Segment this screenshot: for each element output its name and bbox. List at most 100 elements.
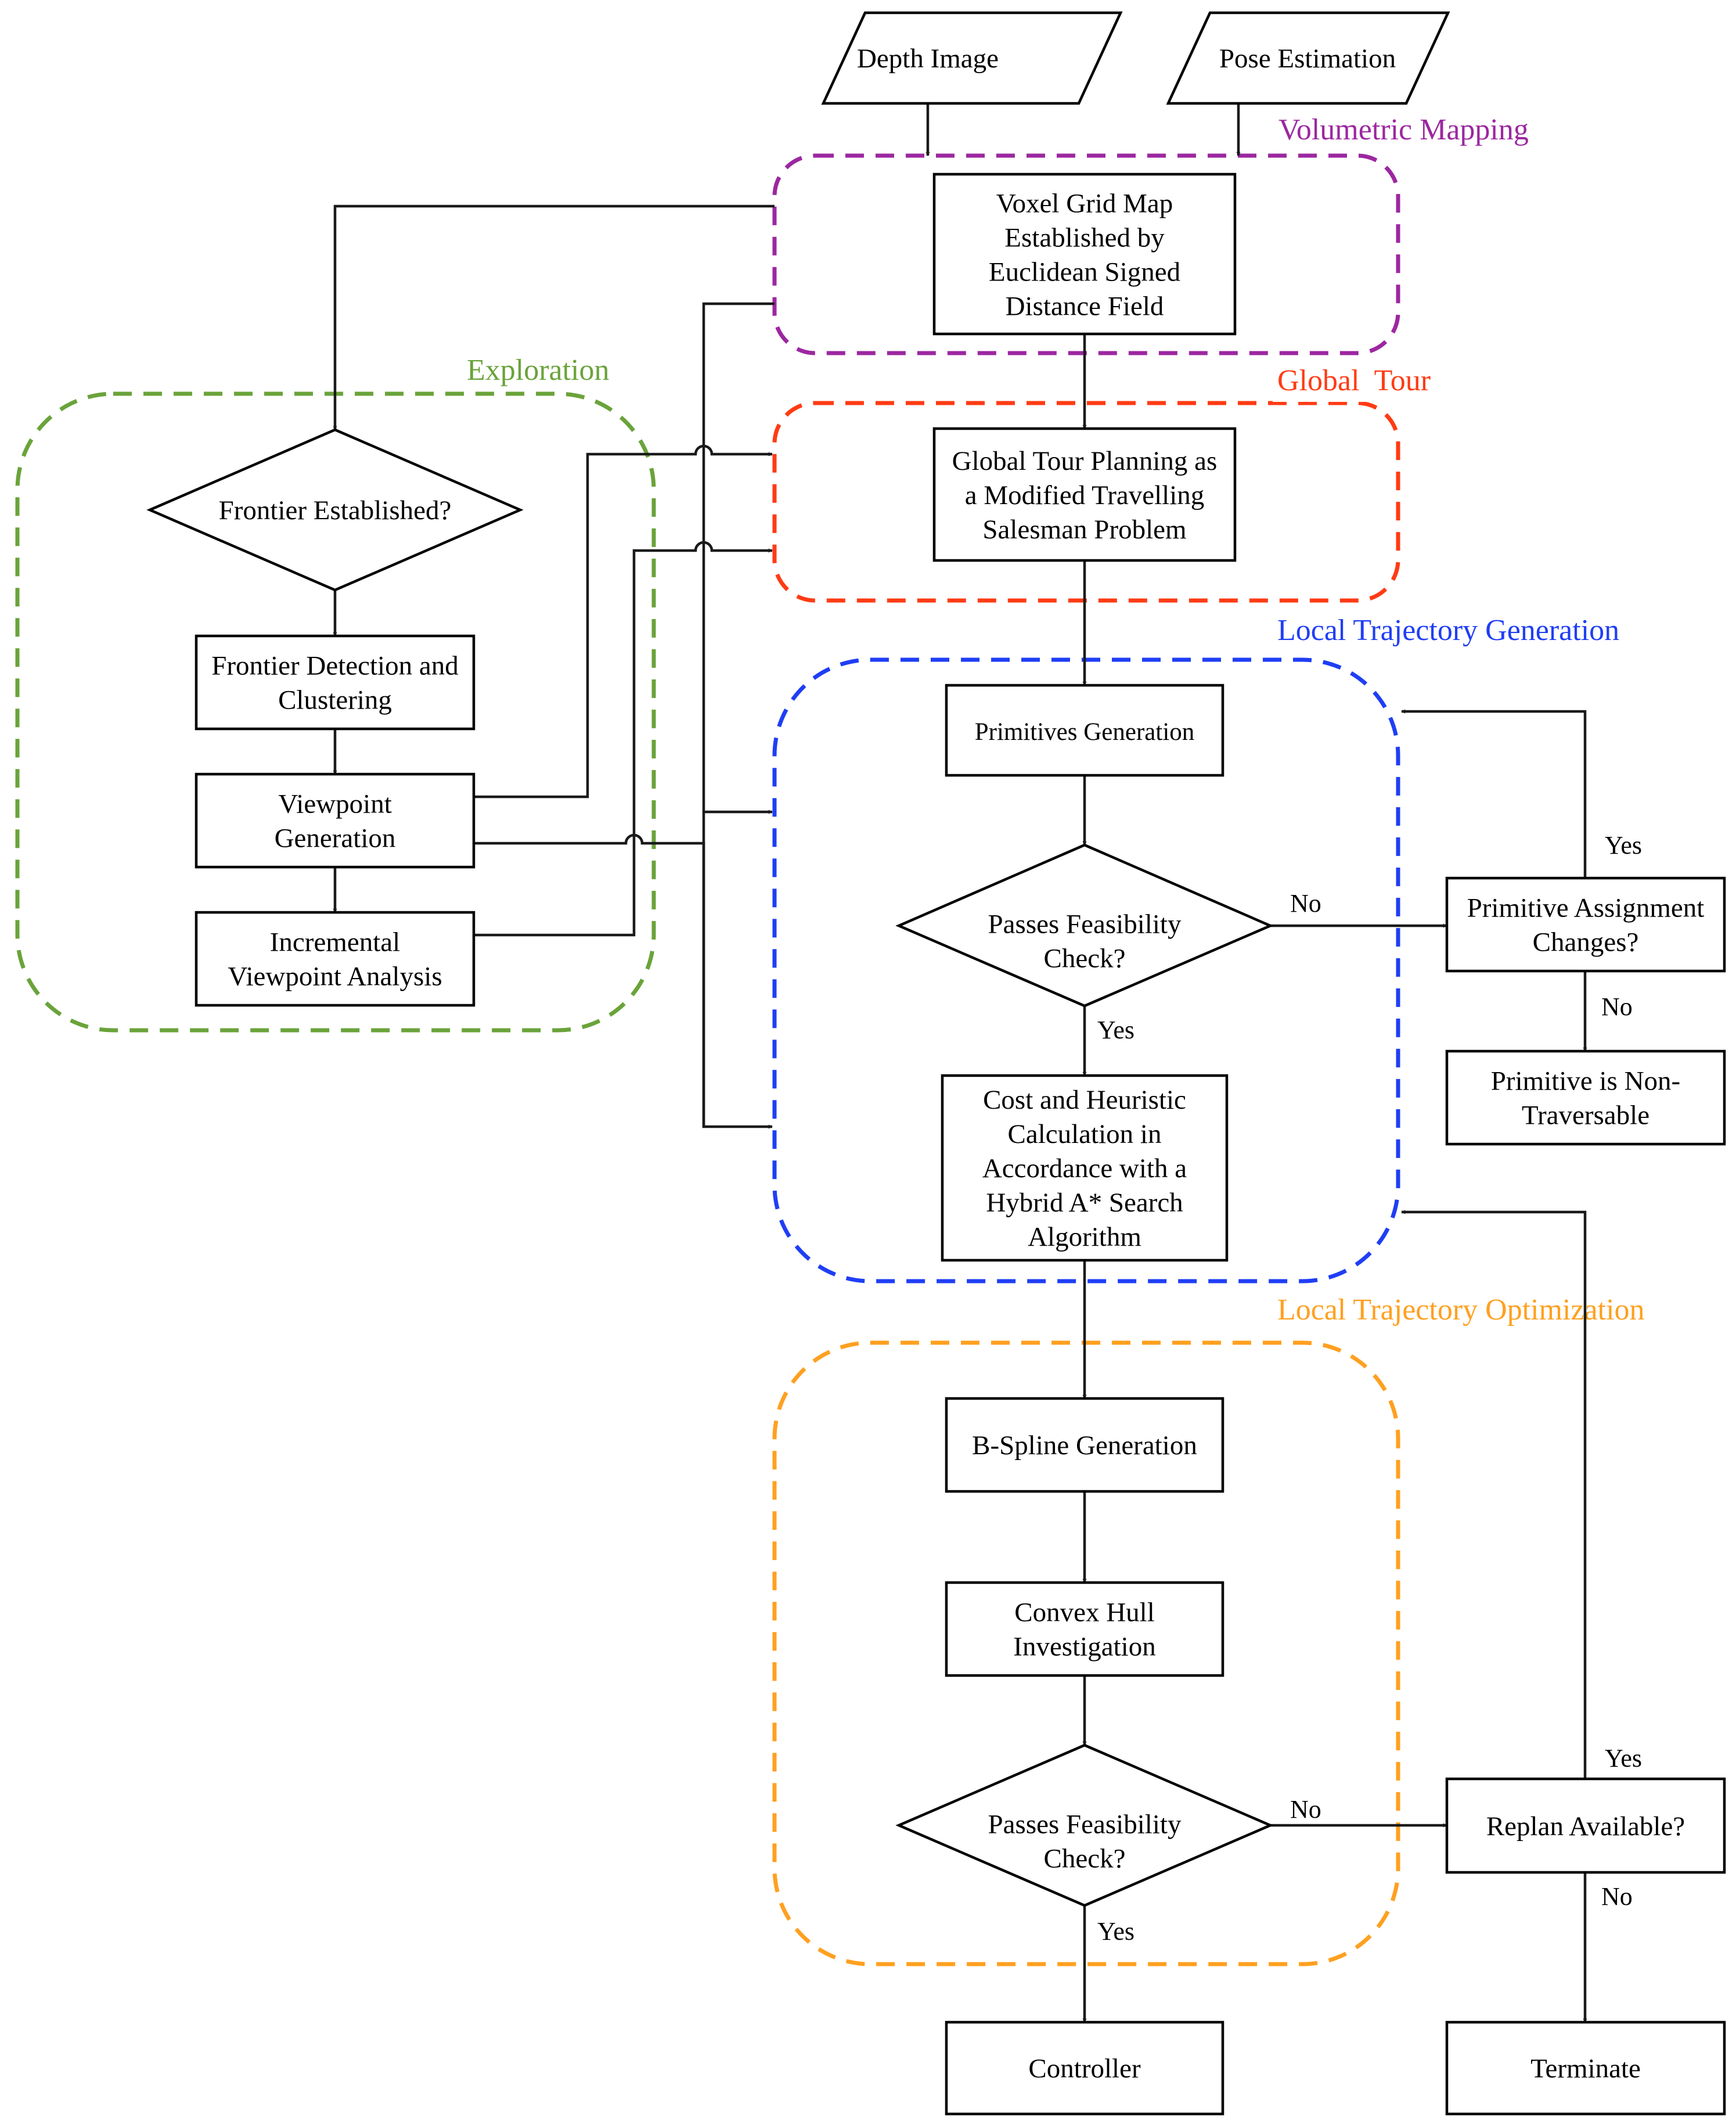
node-frontier-detection <box>195 634 476 731</box>
primitive-assignment-line: Changes? <box>1533 927 1639 958</box>
group-label-local-optimization: Local Trajectory Optimization <box>1277 1293 1645 1326</box>
group-label-volumetric: Volumetric Mapping <box>1278 113 1529 146</box>
edge-volumetric-to-frontier <box>333 204 775 430</box>
node-replan-available <box>1445 1777 1726 1874</box>
group-label-local-generation: Local Trajectory Generation <box>1277 614 1619 647</box>
incremental-viewpoint-line: Viewpoint Analysis <box>228 962 442 992</box>
node-frontier-established <box>146 428 524 592</box>
feasibility-check-1-line: Check? <box>1044 944 1126 974</box>
node-primitives-generation-text: Primitives Generation <box>975 718 1195 746</box>
cost-heuristic-line: Algorithm <box>1028 1222 1141 1252</box>
edge-volumetric-to-cost <box>702 812 773 1129</box>
feasibility-check-1-line: Passes Feasibility <box>988 909 1182 940</box>
node-terminate-text: Terminate <box>1530 2054 1641 2084</box>
global-tour-planning-line: a Modified Travelling <box>965 480 1205 510</box>
edge-label-assign-no: No <box>1601 993 1633 1021</box>
group-label-global-tour: Global Tour <box>1277 364 1431 397</box>
node-bspline-generation-text: B-Spline Generation <box>972 1430 1197 1461</box>
node-global-tour-planning <box>932 427 1237 562</box>
edge-label-feas1-yes: Yes <box>1097 1016 1134 1044</box>
group-box-local-generation <box>772 657 1400 1283</box>
primitive-assignment-line: Primitive Assignment <box>1467 893 1705 923</box>
node-terminate <box>1445 2020 1726 2116</box>
edge-label-replan-no: No <box>1601 1882 1633 1911</box>
feasibility-check-2-line: Passes Feasibility <box>988 1810 1182 1840</box>
frontier-established-line: Frontier Established? <box>219 495 452 526</box>
viewpoint-generation-line: Viewpoint <box>278 789 392 819</box>
frontier-detection-line: Frontier Detection and <box>211 651 458 681</box>
voxel-grid-line: Established by <box>1004 223 1165 253</box>
cost-heuristic-line: Calculation in <box>1008 1119 1162 1149</box>
controller-line: Controller <box>1028 2054 1141 2084</box>
node-depth-image-text: Depth Image <box>857 44 999 74</box>
viewpoint-generation-line: Generation <box>275 824 396 854</box>
global-tour-planning-line: Salesman Problem <box>982 515 1186 545</box>
node-pose-estimation <box>1166 11 1450 105</box>
cost-heuristic-line: Accordance with a <box>982 1153 1187 1184</box>
node-viewpoint-generation <box>195 772 476 869</box>
convex-hull-line: Convex Hull <box>1014 1598 1155 1628</box>
depth-image-line: Depth Image <box>857 44 999 74</box>
node-incremental-viewpoint <box>195 911 476 1007</box>
node-depth-image <box>821 11 1123 105</box>
edge-incremental-to-global <box>474 541 773 937</box>
edge-label-assign-yes: Yes <box>1605 831 1642 860</box>
convex-hull-line: Investigation <box>1013 1632 1155 1662</box>
node-feasibility-check-2 <box>895 1743 1274 1907</box>
pose-estimation-line: Pose Estimation <box>1219 44 1396 74</box>
primitives-generation-line: Primitives Generation <box>975 718 1195 746</box>
voxel-grid-line: Euclidean Signed <box>989 257 1180 287</box>
primitive-non-traversable-line: Traversable <box>1522 1101 1649 1131</box>
voxel-grid-line: Distance Field <box>1006 292 1164 322</box>
primitive-non-traversable-line: Primitive is Non- <box>1491 1066 1680 1096</box>
node-replan-available-text: Replan Available? <box>1486 1811 1685 1842</box>
cost-heuristic-line: Cost and Heuristic <box>983 1085 1186 1115</box>
group-box-local-optimization <box>772 1340 1400 1966</box>
node-voxel-grid <box>932 172 1237 336</box>
edge-viewpoint-to-cost <box>474 833 705 1127</box>
frontier-detection-line: Clustering <box>278 685 392 715</box>
node-cost-heuristic <box>941 1074 1229 1262</box>
edge-label-replan-yes: Yes <box>1605 1744 1642 1772</box>
terminate-line: Terminate <box>1530 2054 1641 2084</box>
edge-volumetric-to-local-gen <box>702 302 775 814</box>
edge-label-feas2-yes: Yes <box>1097 1917 1134 1946</box>
node-feasibility-check-1 <box>895 843 1274 1008</box>
node-global-tour-planning-text: Global Tour Planning as a Modified Travel… <box>952 446 1218 545</box>
node-primitive-assignment <box>1445 876 1726 973</box>
node-pose-estimation-text: Pose Estimation <box>1219 44 1396 74</box>
node-primitive-non-traversable <box>1445 1049 1726 1146</box>
node-frontier-established-text: Frontier Established? <box>219 495 452 526</box>
node-controller-text: Controller <box>1028 2054 1141 2084</box>
node-primitive-non-traversable-text: Primitive is Non- Traversable <box>1491 1066 1680 1131</box>
node-convex-hull <box>945 1581 1224 1677</box>
replan-available-line: Replan Available? <box>1486 1811 1685 1842</box>
voxel-grid-line: Voxel Grid Map <box>996 189 1173 219</box>
edge-viewpoint-to-global <box>474 444 773 799</box>
group-box-volumetric <box>772 153 1400 355</box>
edge-replan-yes <box>1401 1210 1587 1779</box>
node-controller <box>945 2020 1224 2116</box>
feasibility-check-2-line: Check? <box>1044 1844 1126 1874</box>
edge-assign-yes <box>1401 709 1587 878</box>
cost-heuristic-line: Hybrid A* Search <box>986 1188 1183 1218</box>
bspline-generation-line: B-Spline Generation <box>972 1430 1197 1461</box>
edge-label-feas2-no: No <box>1290 1795 1321 1824</box>
incremental-viewpoint-line: Incremental <box>270 927 400 958</box>
node-bspline-generation <box>945 1397 1224 1493</box>
group-label-exploration: Exploration <box>467 354 610 387</box>
global-tour-planning-line: Global Tour Planning as <box>952 446 1218 476</box>
group-box-global-tour <box>772 401 1400 603</box>
node-primitives-generation <box>945 684 1224 777</box>
edge-label-feas1-no: No <box>1290 889 1321 918</box>
